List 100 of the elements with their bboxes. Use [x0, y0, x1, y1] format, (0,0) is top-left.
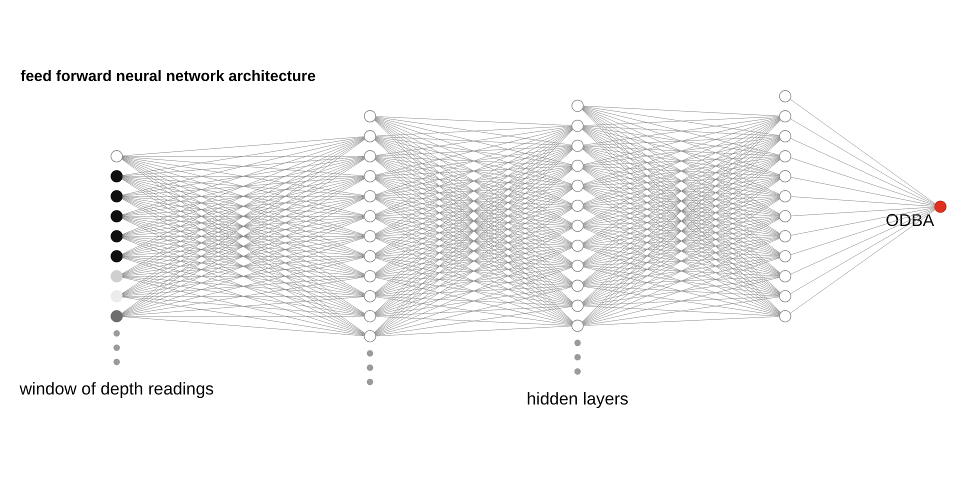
node-circle — [572, 119, 584, 132]
connector — [375, 176, 572, 224]
connector — [583, 285, 780, 296]
connector — [582, 137, 780, 204]
connector — [376, 276, 572, 286]
connector — [583, 216, 780, 226]
connector — [583, 125, 780, 136]
connector — [122, 136, 364, 156]
node-circle — [110, 310, 123, 322]
connector — [376, 316, 572, 326]
node-circle — [113, 344, 120, 350]
node-circle — [364, 170, 376, 182]
node-circle — [364, 270, 376, 282]
connector — [375, 168, 572, 274]
connector — [375, 148, 572, 254]
connector — [376, 225, 572, 236]
connector — [583, 166, 780, 196]
connector — [375, 228, 572, 334]
node-circle — [110, 190, 123, 202]
connector — [122, 196, 364, 236]
connector — [583, 276, 780, 305]
connector — [376, 136, 572, 146]
connector — [122, 176, 364, 235]
connector — [122, 257, 364, 334]
node-circle — [779, 270, 792, 282]
connector — [122, 217, 364, 314]
connector — [376, 296, 572, 306]
connector — [376, 236, 572, 246]
connector — [582, 198, 780, 304]
connector — [583, 216, 780, 245]
connector — [582, 146, 780, 195]
connector — [375, 138, 572, 244]
connector — [375, 208, 572, 314]
connector — [376, 125, 572, 136]
node-circle — [364, 310, 376, 322]
connector — [582, 156, 780, 204]
connector — [122, 136, 364, 195]
connector — [583, 236, 780, 265]
connector — [583, 296, 780, 325]
connector — [376, 136, 572, 165]
node-circle — [110, 210, 123, 222]
node-circle — [574, 353, 581, 360]
connector — [122, 316, 364, 336]
node-circle — [113, 358, 120, 365]
connector — [582, 226, 780, 294]
connector — [582, 246, 780, 295]
connector — [582, 158, 780, 244]
connector — [583, 316, 780, 326]
node-circle — [779, 110, 792, 122]
connector — [582, 186, 780, 235]
connector — [122, 176, 364, 196]
connector — [582, 106, 780, 174]
node-circle — [779, 230, 792, 242]
node-circle — [572, 179, 584, 192]
connector — [122, 276, 364, 296]
connector — [376, 126, 572, 156]
connector — [375, 118, 572, 204]
connector — [376, 205, 572, 216]
node-circle — [572, 319, 584, 332]
connector — [376, 306, 572, 336]
connector — [376, 286, 572, 316]
connector — [122, 137, 364, 214]
connector — [375, 126, 572, 194]
connector — [122, 177, 364, 254]
connector — [582, 197, 780, 264]
connector — [376, 276, 572, 305]
connector — [375, 158, 572, 244]
connector — [376, 236, 572, 265]
node-circle — [366, 378, 374, 385]
connector — [582, 207, 780, 294]
node-circle — [779, 250, 792, 262]
connector — [582, 236, 780, 284]
connector — [122, 236, 364, 256]
connector — [582, 167, 780, 254]
connector — [375, 187, 572, 274]
connector — [583, 176, 780, 205]
connector — [375, 207, 572, 294]
node-circle — [572, 239, 584, 252]
connector — [375, 147, 572, 234]
connector — [122, 276, 364, 335]
connector — [583, 136, 780, 146]
connector — [582, 218, 780, 324]
connector — [375, 246, 572, 314]
connector — [582, 276, 780, 324]
connector — [375, 218, 572, 324]
connector — [122, 256, 364, 315]
node-circle — [110, 250, 123, 262]
connector — [122, 156, 364, 176]
connector — [582, 238, 780, 324]
connector — [376, 206, 572, 236]
connector — [582, 187, 780, 274]
connector — [375, 178, 572, 284]
connector — [375, 166, 572, 215]
connector — [583, 145, 780, 156]
connector — [582, 138, 780, 244]
connector — [583, 205, 780, 216]
connector — [376, 146, 572, 176]
connector — [375, 206, 572, 255]
connector — [375, 216, 572, 264]
node-circle — [934, 200, 946, 212]
